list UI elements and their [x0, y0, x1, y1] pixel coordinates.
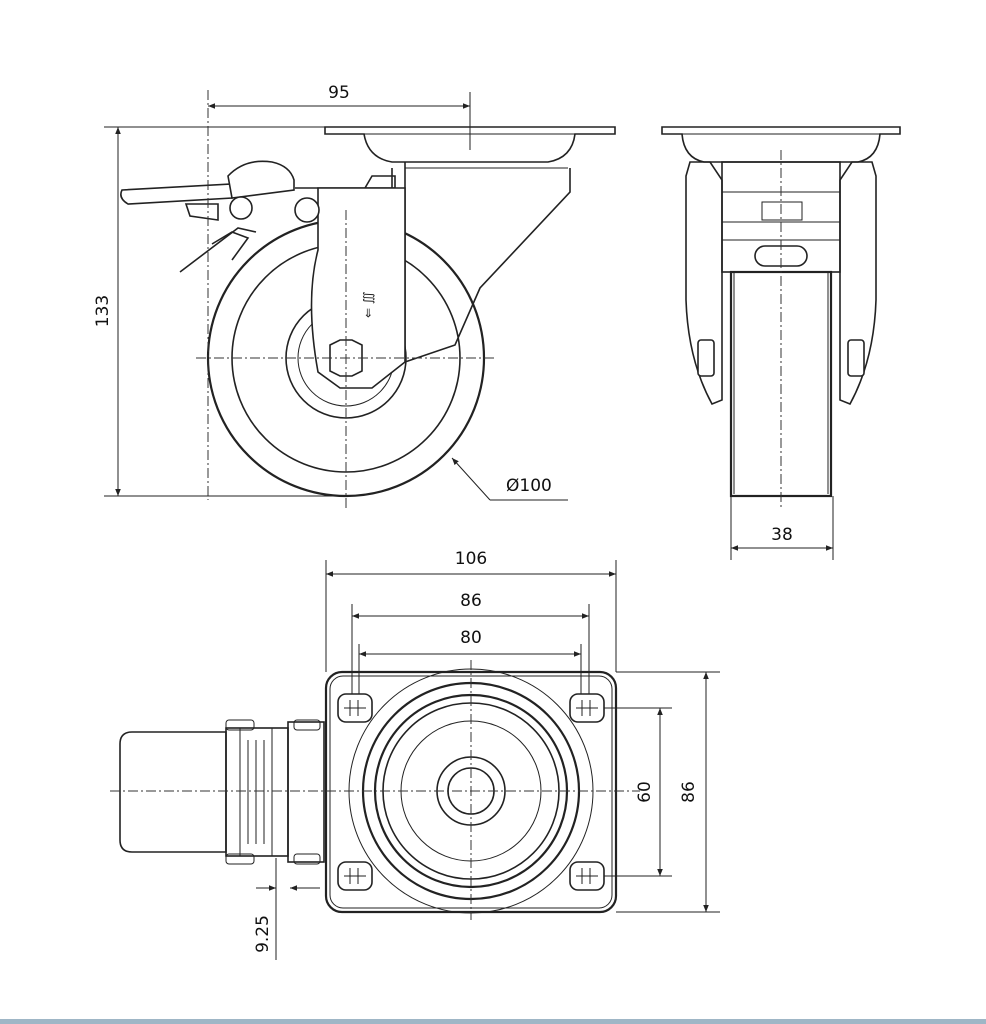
top-bolt-hole-tl — [337, 693, 373, 723]
dim-106-label: 106 — [455, 549, 487, 569]
dim-60: 60 — [604, 707, 672, 877]
top-brake-pedal — [119, 731, 227, 853]
dim-38: 38 — [730, 496, 834, 560]
dim-diameter-label: Ø100 — [506, 476, 552, 496]
side-fork-arm — [310, 187, 406, 389]
side-fork — [404, 162, 571, 363]
side-top-plate — [324, 126, 616, 163]
dim-86-vertical-label: 86 — [679, 781, 699, 803]
dim-9-25: 9.25 — [253, 858, 320, 960]
dim-9-25-label: 9.25 — [253, 915, 273, 953]
bottom-border-bar — [0, 1019, 986, 1024]
dim-38-label: 38 — [771, 525, 793, 545]
top-bolt-hole-tr — [569, 693, 605, 723]
top-bolt-hole-br — [569, 861, 605, 891]
side-brand-mark: ⇐ ∭ — [361, 291, 375, 318]
dim-133-label: 133 — [93, 295, 113, 327]
dim-80: 80 — [358, 628, 582, 694]
dim-106: 106 — [325, 549, 617, 672]
dim-86-horizontal: 86 — [351, 591, 590, 694]
front-axle-nut-right — [847, 339, 865, 377]
top-bolt-hole-bl — [337, 861, 373, 891]
front-axle-nut-left — [697, 339, 715, 377]
dim-95-label: 95 — [328, 83, 350, 103]
dim-diameter: Ø100 — [451, 457, 568, 501]
dim-86-vertical: 86 — [616, 671, 720, 913]
top-brake-hinge — [225, 727, 289, 857]
side-brake-lever — [120, 160, 320, 273]
dim-80-label: 80 — [460, 628, 482, 648]
front-fork-right — [839, 161, 877, 406]
top-view — [110, 660, 640, 920]
dim-86-horizontal-label: 86 — [460, 591, 482, 611]
front-view — [661, 126, 901, 510]
dim-95: 95 — [208, 83, 471, 150]
dim-60-label: 60 — [635, 781, 655, 803]
side-view: ⇐ ∭ — [120, 90, 616, 510]
front-fork-left — [685, 161, 723, 406]
dim-133: 133 — [93, 126, 346, 497]
